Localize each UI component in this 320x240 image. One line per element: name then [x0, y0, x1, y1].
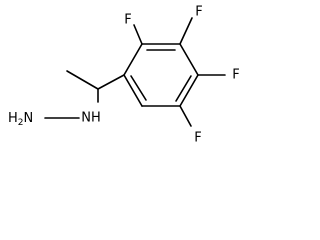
- bond-ch-methyl: [66, 70, 99, 90]
- bond-ring-c3-c4: [179, 43, 199, 76]
- bond-ring-c6-c1: [123, 74, 143, 107]
- bond-c2-f1: [133, 24, 143, 45]
- bond-c3-f2: [179, 17, 193, 45]
- atom-labels: F F F F NH H2N: [8, 5, 240, 146]
- bond-ring-c4-c5: [179, 74, 199, 107]
- atom-label-h2n: H2N: [8, 111, 33, 128]
- bond-c5-f4: [179, 105, 192, 127]
- bond-c1-ch: [97, 74, 125, 90]
- atom-label-f4: F: [194, 131, 201, 146]
- atom-label-h2n-n: N: [24, 111, 34, 126]
- bond-ring-double-c6-c1: [130, 75, 147, 101]
- molecule-diagram: F F F F NH H2N: [8, 5, 240, 146]
- atom-label-f3: F: [232, 68, 239, 83]
- atom-label-nh: NH: [81, 111, 101, 126]
- atom-label-h2n-h: H: [8, 111, 18, 126]
- atom-label-f1: F: [124, 13, 131, 28]
- bonds: [44, 17, 226, 127]
- bond-ring-double-c4-c5: [175, 75, 192, 102]
- atom-label-f2: F: [195, 5, 202, 20]
- atom-label-h2n-subscript: 2: [18, 118, 24, 128]
- bond-ring-c1-c2: [123, 43, 143, 76]
